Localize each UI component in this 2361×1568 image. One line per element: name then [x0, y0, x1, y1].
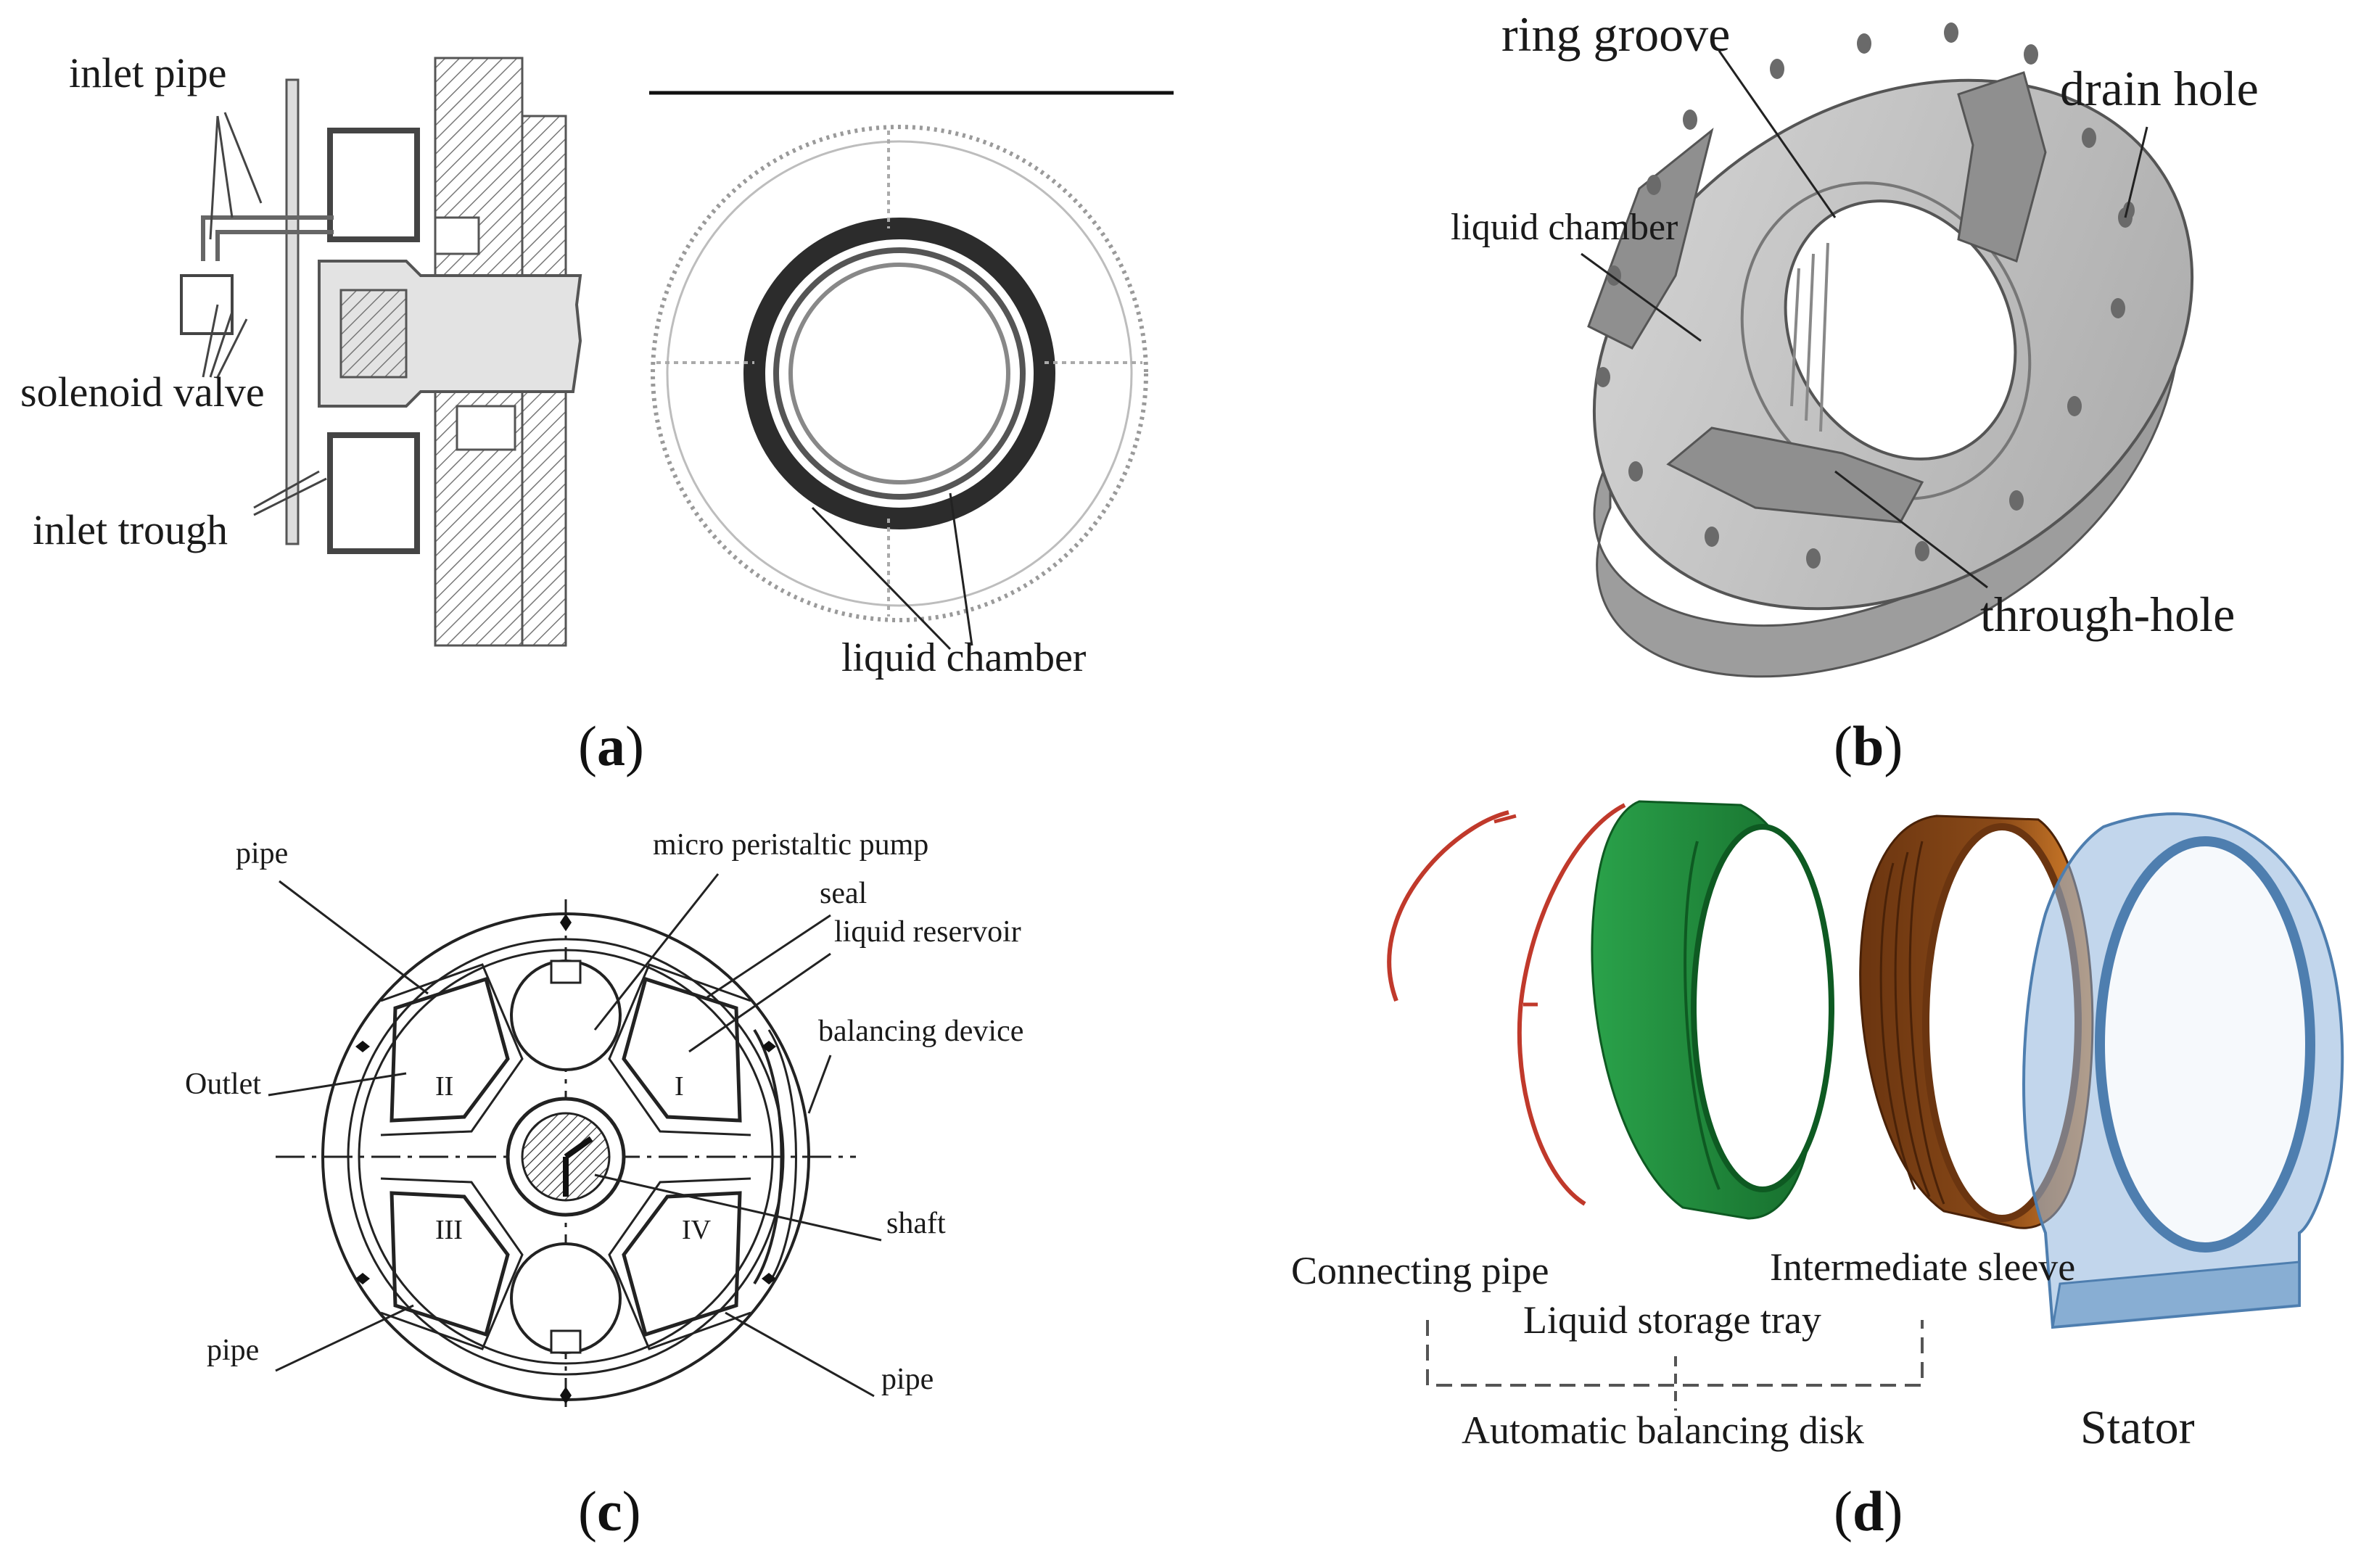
caption-a: (a) — [578, 714, 644, 777]
label-inlet-pipe: inlet pipe — [69, 49, 226, 96]
panel-b-flange-model — [1581, 22, 2194, 678]
label-outlet: Outlet — [185, 1068, 261, 1101]
panel-d-stator — [2022, 812, 2344, 1329]
label-through-hole: through-hole — [1980, 587, 2235, 642]
label-balancing-device: balancing device — [818, 1015, 1023, 1048]
label-chamber-III: III — [435, 1215, 463, 1245]
panel-a: inlet pipe solenoid valve inlet trough l… — [20, 49, 1174, 777]
label-pipe-bottom-right: pipe — [881, 1363, 934, 1396]
panel-d-bracket — [1426, 1320, 1924, 1411]
label-liquid-storage-tray: Liquid storage tray — [1523, 1298, 1821, 1342]
label-stator: Stator — [2080, 1401, 2195, 1454]
label-connecting-pipe: Connecting pipe — [1291, 1249, 1549, 1292]
label-pipe-top: pipe — [236, 837, 288, 870]
label-drain-hole: drain hole — [2060, 61, 2259, 116]
label-micro-peristaltic-pump: micro peristaltic pump — [653, 828, 928, 862]
label-inlet-trough: inlet trough — [33, 506, 228, 553]
label-chamber-I: I — [675, 1071, 684, 1102]
panel-a-ring-drawing — [651, 125, 1148, 651]
label-intermediate-sleeve: Intermediate sleeve — [1770, 1245, 2075, 1289]
panel-b: ring groove drain hole liquid chamber th… — [1451, 7, 2259, 777]
label-liquid-reservoir: liquid reservoir — [834, 915, 1021, 949]
label-liquid-chamber-b: liquid chamber — [1451, 207, 1678, 248]
panel-c: pipe micro peristaltic pump seal liquid … — [185, 828, 1023, 1543]
caption-b: (b) — [1834, 714, 1903, 777]
label-automatic-balancing-disk: Automatic balancing disk — [1462, 1408, 1864, 1452]
panel-d-liquid-storage-tray — [1591, 800, 1834, 1220]
panel-d: Connecting pipe Intermediate sleeve Liqu… — [1291, 800, 2344, 1543]
label-ring-groove: ring groove — [1501, 7, 1730, 62]
caption-c: (c) — [578, 1480, 641, 1543]
panel-c-schematic — [268, 873, 882, 1407]
panel-d-connecting-pipe — [1387, 803, 1626, 1206]
label-chamber-II: II — [435, 1071, 453, 1102]
label-chamber-IV: IV — [682, 1215, 712, 1245]
label-solenoid-valve: solenoid valve — [20, 368, 265, 416]
label-pipe-bottom-left: pipe — [207, 1334, 259, 1367]
label-shaft: shaft — [886, 1207, 946, 1240]
label-seal: seal — [820, 877, 867, 910]
panel-a-section-drawing — [180, 57, 582, 647]
caption-d: (d) — [1834, 1480, 1903, 1543]
label-liquid-chamber-a: liquid chamber — [841, 635, 1087, 680]
